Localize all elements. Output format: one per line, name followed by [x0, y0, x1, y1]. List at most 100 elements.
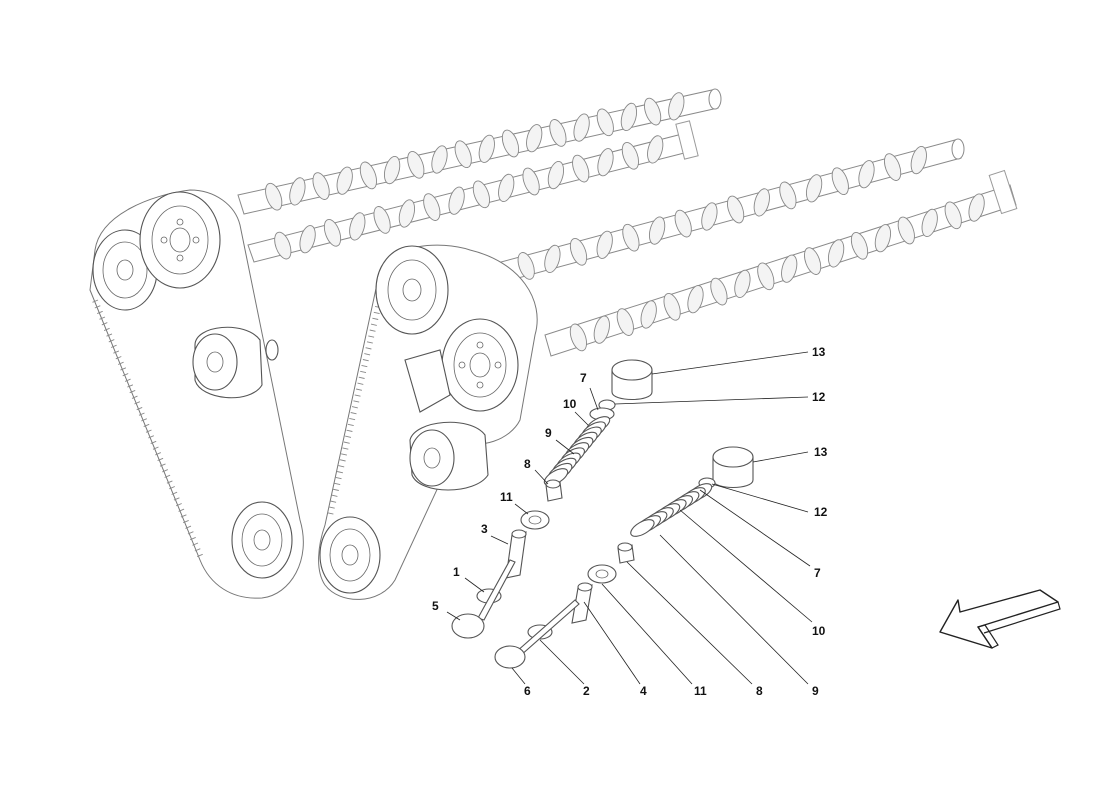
cam-lobe [674, 209, 692, 238]
cam-lobe [549, 119, 567, 147]
camshaft-pulley-upper-left [139, 191, 221, 289]
cam-lobe [622, 223, 640, 252]
exhaust-valve [494, 599, 580, 669]
callout-11-upper: 11 [500, 490, 513, 504]
cam-lobe [572, 154, 590, 183]
cam-lobe [621, 141, 639, 170]
cam-lobe [312, 172, 330, 200]
cam-lobe [968, 193, 985, 222]
cam-lobe [831, 167, 849, 196]
valve-springs-lower [630, 483, 713, 537]
cam-lobe [944, 201, 962, 230]
cam-lobe [336, 166, 353, 195]
cam-lobe [498, 173, 515, 202]
left-timing-belt-drive [89, 189, 304, 599]
callout-13-upper: 13 [812, 345, 826, 359]
cam-lobe [616, 308, 634, 336]
cam-lobe [805, 174, 823, 203]
cam-lobe [663, 292, 681, 321]
valve-stem-seal-lower [617, 542, 635, 564]
cam-lobe [596, 108, 614, 137]
belt-tensioner-right [404, 349, 489, 491]
cam-lobe [874, 224, 892, 253]
callout-7-upper: 7 [580, 371, 587, 385]
cam-lobe [921, 208, 938, 237]
camshaft-b [247, 120, 699, 263]
cam-lobe [448, 186, 465, 215]
callout-labels: 13 12 7 10 9 8 11 3 1 5 13 12 7 10 9 8 1… [432, 345, 828, 698]
valve-springs-upper [543, 416, 611, 486]
cam-lobe [423, 193, 441, 221]
valve-guide-lower [571, 582, 593, 624]
cam-lobe [431, 145, 448, 174]
crank-pulley-right [319, 516, 381, 594]
belt-tensioner-left [192, 326, 279, 399]
cam-lobe [373, 206, 391, 234]
cam-lobe [858, 160, 875, 189]
cam-lobe [501, 129, 520, 158]
callout-11-lower: 11 [694, 684, 707, 698]
cam-lobe [897, 216, 915, 245]
tappet-bucket-lower [712, 446, 754, 489]
cam-lobe [648, 216, 666, 245]
exhaust-valve-train [494, 446, 754, 669]
cam-lobe [407, 150, 425, 179]
cam-lobe [727, 195, 745, 224]
cam-lobe [644, 97, 662, 126]
spring-seat-lower [587, 564, 617, 584]
cam-lobe [478, 134, 495, 163]
camshaft-a [237, 88, 722, 215]
cam-lobe [850, 231, 869, 260]
cam-lobe [753, 188, 770, 217]
crank-pulley-left [231, 501, 293, 579]
cam-lobe [757, 262, 775, 291]
cam-lobe [323, 218, 342, 247]
intake-valve-train [451, 359, 653, 639]
cam-lobe [265, 182, 283, 211]
cam-lobe [454, 140, 472, 169]
cam-lobe [289, 177, 306, 206]
cam-lobe [517, 252, 535, 280]
cam-lobe [349, 212, 366, 241]
callout-4: 4 [640, 684, 647, 698]
cam-lobe [274, 231, 292, 260]
cam-lobe [596, 230, 613, 259]
valve-stem-seal-upper [545, 479, 563, 502]
cam-lobe [781, 254, 798, 283]
callout-9-upper: 9 [545, 426, 552, 440]
cam-lobe [526, 124, 543, 153]
spring-coil [630, 519, 655, 537]
callout-12-upper: 12 [812, 390, 826, 404]
cam-lobe [668, 92, 685, 121]
cam-lobe [701, 202, 718, 231]
cam-lobe [573, 113, 590, 142]
cam-lobe [779, 181, 797, 210]
cam-lobe [710, 277, 728, 306]
cam-lobe [522, 167, 540, 196]
cam-lobe [383, 156, 401, 185]
callout-9-lower: 9 [812, 684, 819, 698]
callout-5: 5 [432, 599, 439, 613]
cam-lobe [299, 225, 316, 254]
callout-7-lower: 7 [814, 566, 821, 580]
cam-lobe [398, 199, 416, 228]
callout-10-upper: 10 [563, 397, 577, 411]
cam-lobe [687, 285, 704, 314]
camshaft-pulley-upper-right [375, 245, 449, 335]
cam-lobe [547, 161, 565, 190]
cam-lobe [827, 239, 845, 268]
cam-lobe [884, 153, 902, 181]
cam-lobe [620, 102, 638, 131]
callout-10-lower: 10 [812, 624, 826, 638]
cam-lobe [472, 180, 490, 209]
cam-lobe [569, 237, 588, 266]
callout-2: 2 [583, 684, 590, 698]
cam-lobe [569, 323, 587, 352]
callout-8-upper: 8 [524, 457, 531, 471]
callout-6: 6 [524, 684, 531, 698]
cam-lobe [359, 161, 377, 190]
camshaft-pulley-lower-right [441, 318, 519, 412]
camshaft-c [489, 138, 965, 285]
front-direction-arrow [939, 589, 1061, 649]
